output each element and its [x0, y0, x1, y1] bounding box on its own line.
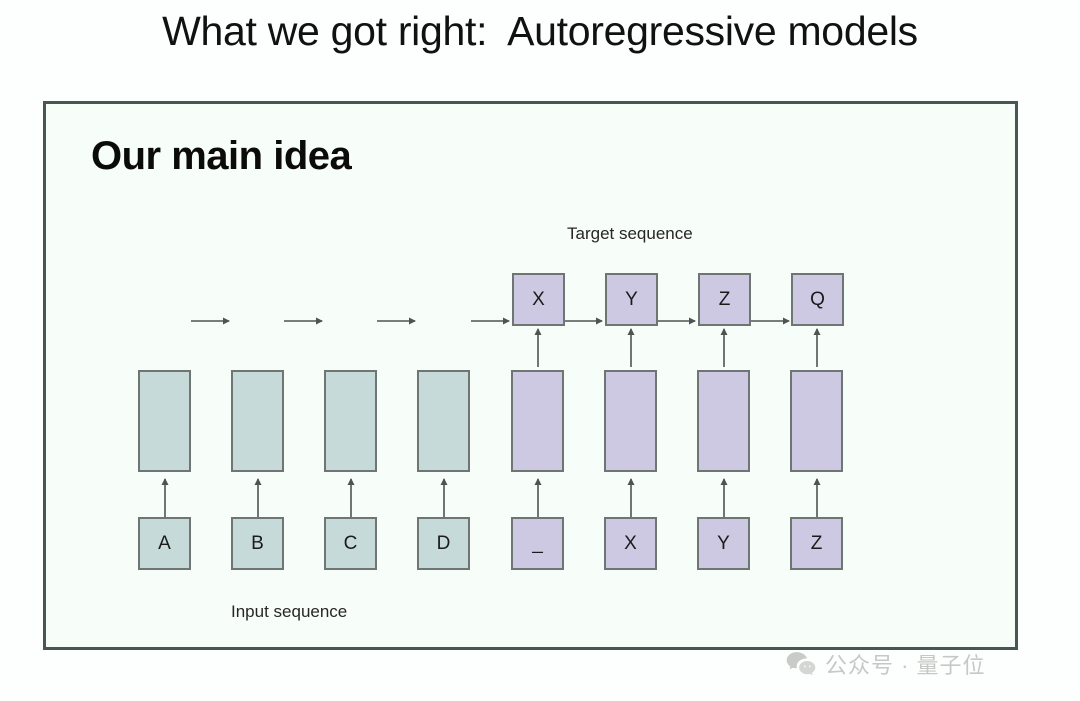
- input-token-1-label: B: [251, 532, 264, 554]
- input-token-2: C: [324, 517, 377, 570]
- decoder-input-token-0-label: _: [532, 532, 543, 554]
- decoder-input-token-1-label: X: [624, 532, 637, 554]
- slide-frame: Our main idea: [43, 101, 1018, 650]
- input-token-1: B: [231, 517, 284, 570]
- page-title: What we got right: Autoregressive models: [162, 8, 918, 54]
- watermark-text: 公众号 · 量子位: [825, 653, 986, 678]
- decoder-cell-1: [604, 370, 657, 472]
- output-token-1-label: Y: [625, 288, 638, 310]
- input-token-3: D: [417, 517, 470, 570]
- seq2seq-diagram: Target sequence X Y Z Q A B C: [46, 104, 1021, 653]
- output-token-3-label: Q: [810, 288, 825, 310]
- input-sequence-label: Input sequence: [231, 602, 348, 621]
- output-token-3: Q: [791, 273, 844, 326]
- decoder-cell-0: [511, 370, 564, 472]
- decoder-input-token-1: X: [604, 517, 657, 570]
- input-token-0: A: [138, 517, 191, 570]
- decoder-input-token-3-label: Z: [810, 532, 823, 554]
- slide-heading: Our main idea: [91, 134, 352, 178]
- input-token-0-label: A: [158, 532, 171, 554]
- decoder-input-token-2: Y: [697, 517, 750, 570]
- input-token-3-label: D: [436, 532, 451, 554]
- target-sequence-label: Target sequence: [567, 224, 693, 243]
- input-token-2-label: C: [343, 532, 358, 554]
- decoder-input-token-3: Z: [790, 517, 843, 570]
- output-token-2-label: Z: [718, 288, 731, 310]
- output-token-2: Z: [698, 273, 751, 326]
- output-token-1: Y: [605, 273, 658, 326]
- decoder-input-token-0: _: [511, 517, 564, 570]
- decoder-cell-2: [697, 370, 750, 472]
- wechat-icon: [786, 651, 816, 677]
- encoder-cell-3: [417, 370, 470, 472]
- decoder-cell-3: [790, 370, 843, 472]
- output-token-0-label: X: [532, 288, 545, 310]
- output-token-0: X: [512, 273, 565, 326]
- encoder-cell-0: [138, 370, 191, 472]
- watermark: 公众号 · 量子位: [786, 648, 986, 680]
- encoder-cell-1: [231, 370, 284, 472]
- encoder-cell-2: [324, 370, 377, 472]
- decoder-input-token-2-label: Y: [717, 532, 730, 554]
